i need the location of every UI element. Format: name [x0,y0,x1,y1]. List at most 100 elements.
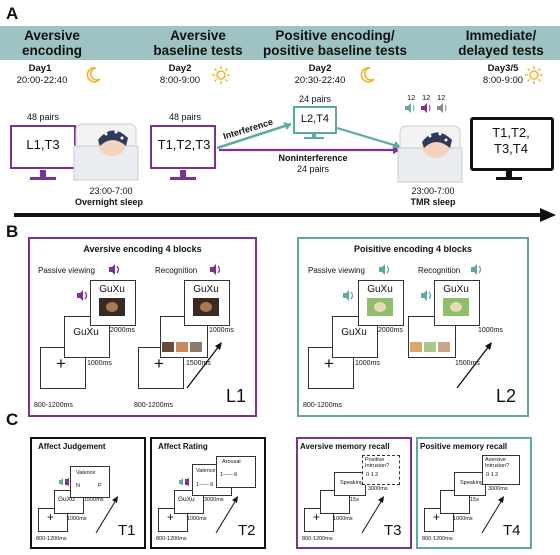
panel-c-letter: C [6,410,19,429]
duration-label: 2000ms [378,327,403,334]
duration-label: 1000ms [67,516,87,522]
timeline-arrow [14,208,556,222]
block-label: L1 [226,386,247,406]
aversive-image [193,298,219,316]
positive-image [367,298,393,316]
intrusion-scale: 0 1 2 [486,472,499,478]
speaking-label: Speaking [340,480,363,486]
aversive-passive-label: Passive viewing [38,266,95,275]
monitor4-base [496,177,522,180]
duration-label: 1000ms [187,516,207,522]
sleeping-person-icon [73,123,139,181]
t2-frame [150,437,266,549]
time-arrow [215,496,238,534]
day-label-4: Day3/5 [487,63,519,74]
stage-title-positive-encoding: Positive encoding/ positive baseline tes… [262,28,408,58]
word-picture-screen [90,280,136,326]
stage-title-tests: Immediate/ delayed tests [458,28,544,58]
fixation-cross: + [47,510,55,524]
n-label: N [76,483,80,489]
speaker-cues-icon [405,103,447,113]
sleep2-time: 23:00-7:00 [411,186,455,196]
cue-count-1: 12 [407,93,416,102]
monitor3-base [304,137,324,139]
speaker-icon [77,290,88,301]
positive-image [443,298,469,316]
word-cue: GuXu [341,327,367,338]
time-arrow [456,342,492,389]
image-options [410,342,450,352]
stage-title-aversive-baseline: Aversive baseline tests [153,28,243,58]
monitor4-text: T1,T2, T3,T4 [492,125,530,156]
monitor2-count: 48 pairs [168,112,202,122]
aversive-encoding-frame [28,237,257,417]
speaker-icon [210,264,221,275]
monitor2-stand [180,170,186,178]
duration-label: 1500ms [84,497,104,503]
t4-title: Positive memory recall [420,442,508,451]
image-options [162,342,202,352]
day-label-1: Day1 [28,63,52,74]
time-label-3: 20:30-22:40 [294,75,346,86]
word-cue: GuXu [193,284,219,295]
monitor1-text: L1,T3 [26,137,60,152]
speaking-label: Speaking [460,480,483,486]
duration-label: 1000ms [333,516,353,522]
valence-scale: 1------9 [196,482,214,488]
time-arrow [361,496,384,534]
interference-arrows [216,122,401,154]
duration-label: 1500ms [186,360,211,367]
duration-label: 1500ms [455,360,480,367]
stage-title-aversive-encoding: Aversive encoding [22,28,82,58]
duration-label: 800-1200ms [34,402,73,409]
intrusion-question: Aversive Intrusion? [485,457,510,469]
word-cue: GuXu [178,496,195,503]
test-label: T4 [503,522,521,539]
fixation-cross: + [56,354,66,373]
monitor1-stand [40,170,46,178]
sleep2-label: TMR sleep [410,197,456,207]
sleeping-person-icon [397,125,463,183]
speaking-screen [454,472,486,496]
fixation-cross: + [324,354,334,373]
speaker-icon [471,264,482,275]
duration-label: 800-1200ms [422,536,453,542]
cue-count-2: 12 [422,93,431,102]
duration-label: 1000ms [478,327,503,334]
monitor2 [150,125,216,169]
speaker-icon [421,290,432,301]
valence-screen [70,466,110,498]
t3-frame [296,437,412,549]
aversive-encoding-title: Aversive encoding 4 blocks [83,244,202,254]
fixation-cross: + [154,354,164,373]
sun-icon [212,66,230,84]
positive-encoding-frame [297,237,529,417]
arousal-label: Arousal [222,459,241,465]
positive-passive-label: Passive viewing [308,266,365,275]
t1-frame [30,437,146,549]
time-label-2: 8:00-9:00 [159,75,201,86]
noninterference-label: Noninterference [278,153,348,163]
duration-label: 800-1200ms [302,536,333,542]
speaker-icon [59,478,69,486]
word-cue: GuXu [443,284,469,295]
duration-label: 1000ms [453,516,473,522]
test-label: T1 [118,522,136,539]
intrusion-question: Positive Intrusion? [365,457,390,469]
time-label-4: 8:00-9:00 [482,75,524,86]
word-cue: GuXu [99,284,125,295]
word-cue: GuXu [73,327,99,338]
monitor2-text: T1,T2,T3 [157,137,211,152]
cue-count-3: 12 [437,93,446,102]
sleep1-time: 23:00-7:00 [89,186,133,196]
moon-icon [360,67,375,83]
speaking-screen [334,472,366,496]
day-label-2: Day2 [168,63,192,74]
block-label: L2 [496,386,517,406]
speaker-icon [343,290,354,301]
valence-label: Valence [76,470,96,476]
noninterference-pairs: 24 pairs [296,164,330,174]
panel-b-letter: B [6,222,19,241]
time-arrow [95,496,118,534]
time-arrow [481,496,504,534]
